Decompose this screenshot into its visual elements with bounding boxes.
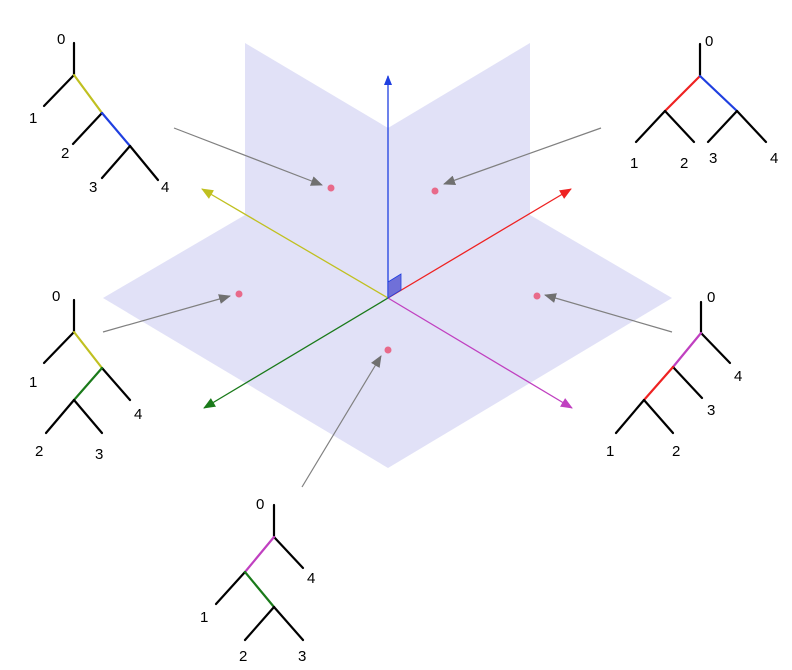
tree-bottom-labels: 0 1 2 3 4	[200, 496, 315, 665]
tree-top-left-label-2: 2	[61, 145, 69, 162]
tree-top-right-label-1: 1	[630, 155, 638, 172]
green-axis	[203, 297, 389, 409]
red-axis	[387, 188, 572, 299]
tree-top-right-label-3: 3	[709, 150, 717, 167]
tree-bottom-label-4: 4	[307, 570, 315, 587]
pointer-middle-left	[102, 294, 231, 333]
tree-middle-right-label-3: 3	[707, 402, 715, 419]
tree-top-right-label-4: 4	[770, 150, 778, 167]
vertical-plane-left	[245, 43, 388, 298]
tree-points	[235, 184, 541, 354]
tree-top-left-label-4: 4	[161, 179, 169, 196]
tree-top-left-labels: 0 1 2 3 4	[29, 31, 169, 196]
tree-middle-left-labels: 0 1 2 3 4	[29, 288, 142, 463]
tree-top-right	[634, 42, 768, 144]
tree-middle-left-label-1: 1	[29, 374, 37, 391]
tree-bottom-label-2: 2	[239, 648, 247, 665]
tree-bottom	[214, 503, 305, 642]
point-upper-right	[431, 187, 439, 195]
axes	[201, 75, 573, 409]
tree-middle-right-labels: 0 1 2 3 4	[606, 289, 742, 460]
tree-top-left	[42, 41, 160, 182]
point-upper-left	[327, 184, 335, 192]
tree-middle-right-label-4: 4	[734, 368, 742, 385]
point-right	[533, 292, 541, 300]
tree-middle-left-label-2: 2	[35, 443, 43, 460]
tree-top-right-label-0: 0	[705, 33, 713, 50]
tree-middle-left	[42, 298, 132, 435]
tree-top-left-label-0: 0	[57, 31, 65, 48]
tree-middle-right-label-1: 1	[606, 443, 614, 460]
floor-plane	[103, 215, 672, 468]
pointer-top-right	[443, 127, 602, 186]
point-left	[235, 290, 243, 298]
tree-middle-right	[614, 300, 732, 435]
tree-bottom-label-1: 1	[200, 609, 208, 626]
tree-top-right-labels: 0 1 2 3 4	[630, 33, 778, 172]
right-angle-marker	[387, 273, 402, 299]
pointer-top-left	[173, 127, 323, 186]
tree-top-right-label-2: 2	[680, 155, 688, 172]
tree-bottom-label-0: 0	[256, 496, 264, 513]
point-bottom	[384, 346, 392, 354]
tree-middle-right-label-2: 2	[672, 443, 680, 460]
tree-middle-left-label-4: 4	[134, 406, 142, 423]
tree-top-left-label-1: 1	[29, 110, 37, 127]
tree-bottom-label-3: 3	[298, 648, 306, 665]
magenta-axis	[387, 297, 573, 409]
pointer-middle-right	[544, 293, 673, 333]
tree-middle-left-label-3: 3	[95, 446, 103, 463]
tree-middle-right-label-0: 0	[707, 289, 715, 306]
tree-middle-left-label-0: 0	[52, 288, 60, 305]
yellow-axis	[201, 188, 389, 299]
pointer-bottom	[301, 355, 382, 488]
tree-top-left-label-3: 3	[89, 179, 97, 196]
pointer-arrows	[102, 127, 673, 488]
